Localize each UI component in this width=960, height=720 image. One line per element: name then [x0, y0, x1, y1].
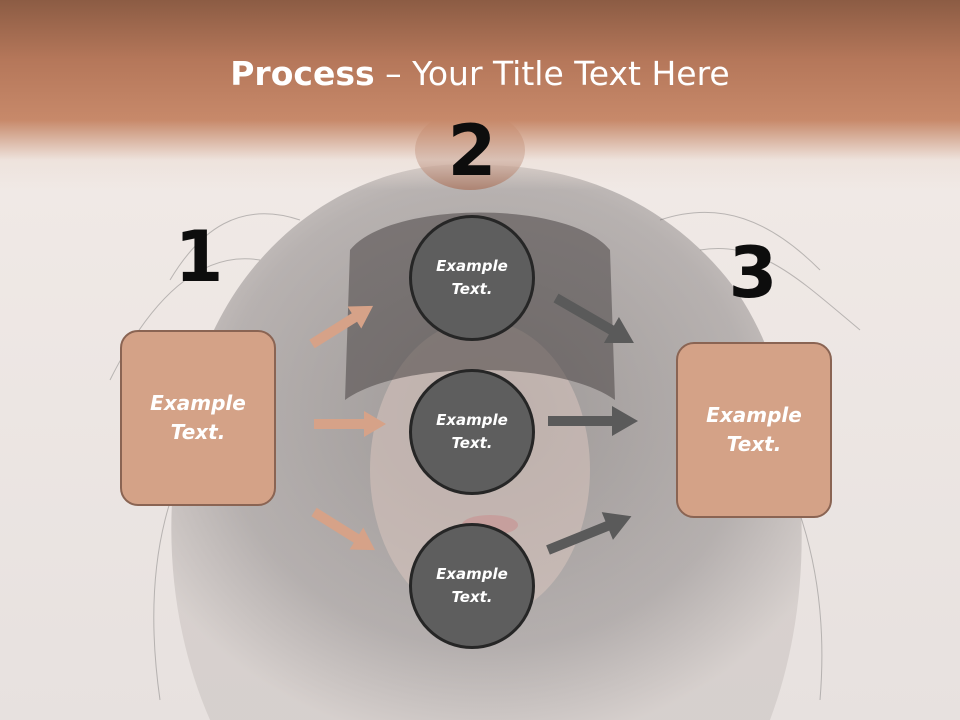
block-arrow-icon [309, 305, 374, 349]
circle-top-label: Example Text. [436, 257, 508, 298]
block-arrow-icon [548, 406, 638, 436]
circle-middle-label: Example Text. [436, 411, 508, 452]
left-step-box[interactable]: Example Text. [120, 330, 276, 506]
circle-bottom-label: Example Text. [436, 565, 508, 606]
step-number-1: 1 [174, 216, 224, 298]
block-arrow-icon [553, 293, 634, 343]
right-step-box[interactable]: Example Text. [676, 342, 832, 518]
slide-title: Process – Your Title Text Here [0, 52, 960, 96]
block-arrow-icon [546, 512, 632, 555]
right-arrows [546, 293, 638, 555]
step-number-2: 2 [447, 110, 497, 192]
left-box-label: Example Text. [150, 391, 246, 444]
left-arrows [309, 305, 386, 551]
block-arrow-icon [314, 411, 386, 437]
circle-bottom[interactable]: Example Text. [409, 523, 535, 649]
circle-top[interactable]: Example Text. [409, 215, 535, 341]
right-box-label: Example Text. [706, 403, 802, 456]
title-band [0, 0, 960, 190]
title-strong: Process [230, 54, 375, 93]
block-arrow-icon [311, 507, 376, 551]
circle-middle[interactable]: Example Text. [409, 369, 535, 495]
step-number-3: 3 [728, 232, 778, 314]
title-rest: – Your Title Text Here [374, 54, 730, 93]
